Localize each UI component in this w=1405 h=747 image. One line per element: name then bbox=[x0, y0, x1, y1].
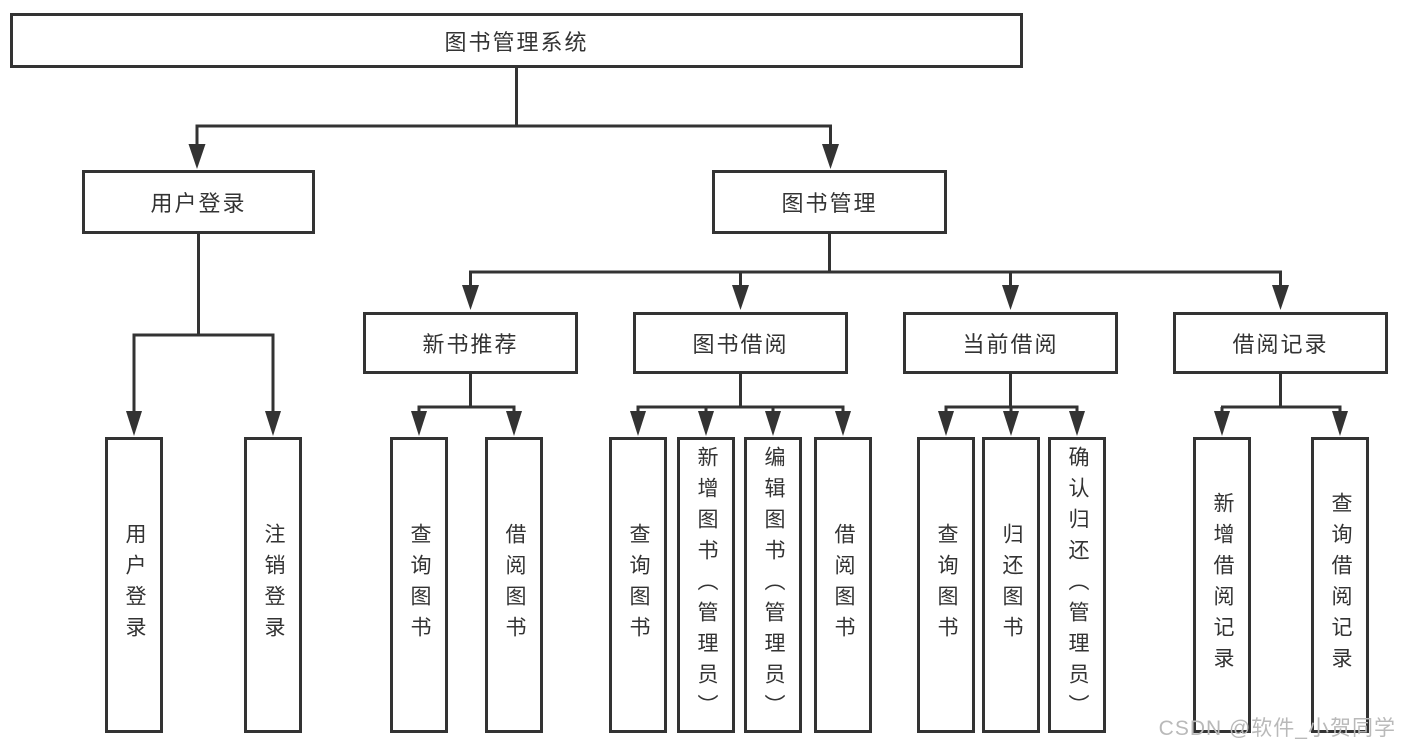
node-new-book-recommend: 新书推荐 bbox=[363, 312, 578, 374]
node-book-borrow: 图书借阅 bbox=[633, 312, 848, 374]
leaf-user-login: 用户登录 bbox=[105, 437, 163, 733]
node-user-login: 用户登录 bbox=[82, 170, 315, 234]
leaf-confirm-return-admin: 确认归还（管理员） bbox=[1048, 437, 1106, 733]
leaf-edit-book-admin: 编辑图书（管理员） bbox=[744, 437, 802, 733]
leaf-return-book: 归还图书 bbox=[982, 437, 1040, 733]
leaf-borrow-books-recommend: 借阅图书 bbox=[485, 437, 543, 733]
leaf-logout: 注销登录 bbox=[244, 437, 302, 733]
node-borrow-records: 借阅记录 bbox=[1173, 312, 1388, 374]
leaf-query-borrow-record: 查询借阅记录 bbox=[1311, 437, 1369, 733]
leaf-add-book-admin: 新增图书（管理员） bbox=[677, 437, 735, 733]
leaf-query-books-recommend: 查询图书 bbox=[390, 437, 448, 733]
leaf-query-books-current: 查询图书 bbox=[917, 437, 975, 733]
node-current-borrow: 当前借阅 bbox=[903, 312, 1118, 374]
leaf-borrow-books: 借阅图书 bbox=[814, 437, 872, 733]
leaf-add-borrow-record: 新增借阅记录 bbox=[1193, 437, 1251, 733]
node-library-system: 图书管理系统 bbox=[10, 13, 1023, 68]
csdn-watermark: CSDN @软件_小贺同学 bbox=[1158, 717, 1396, 740]
leaf-query-books-borrow: 查询图书 bbox=[609, 437, 667, 733]
node-book-management: 图书管理 bbox=[712, 170, 947, 234]
